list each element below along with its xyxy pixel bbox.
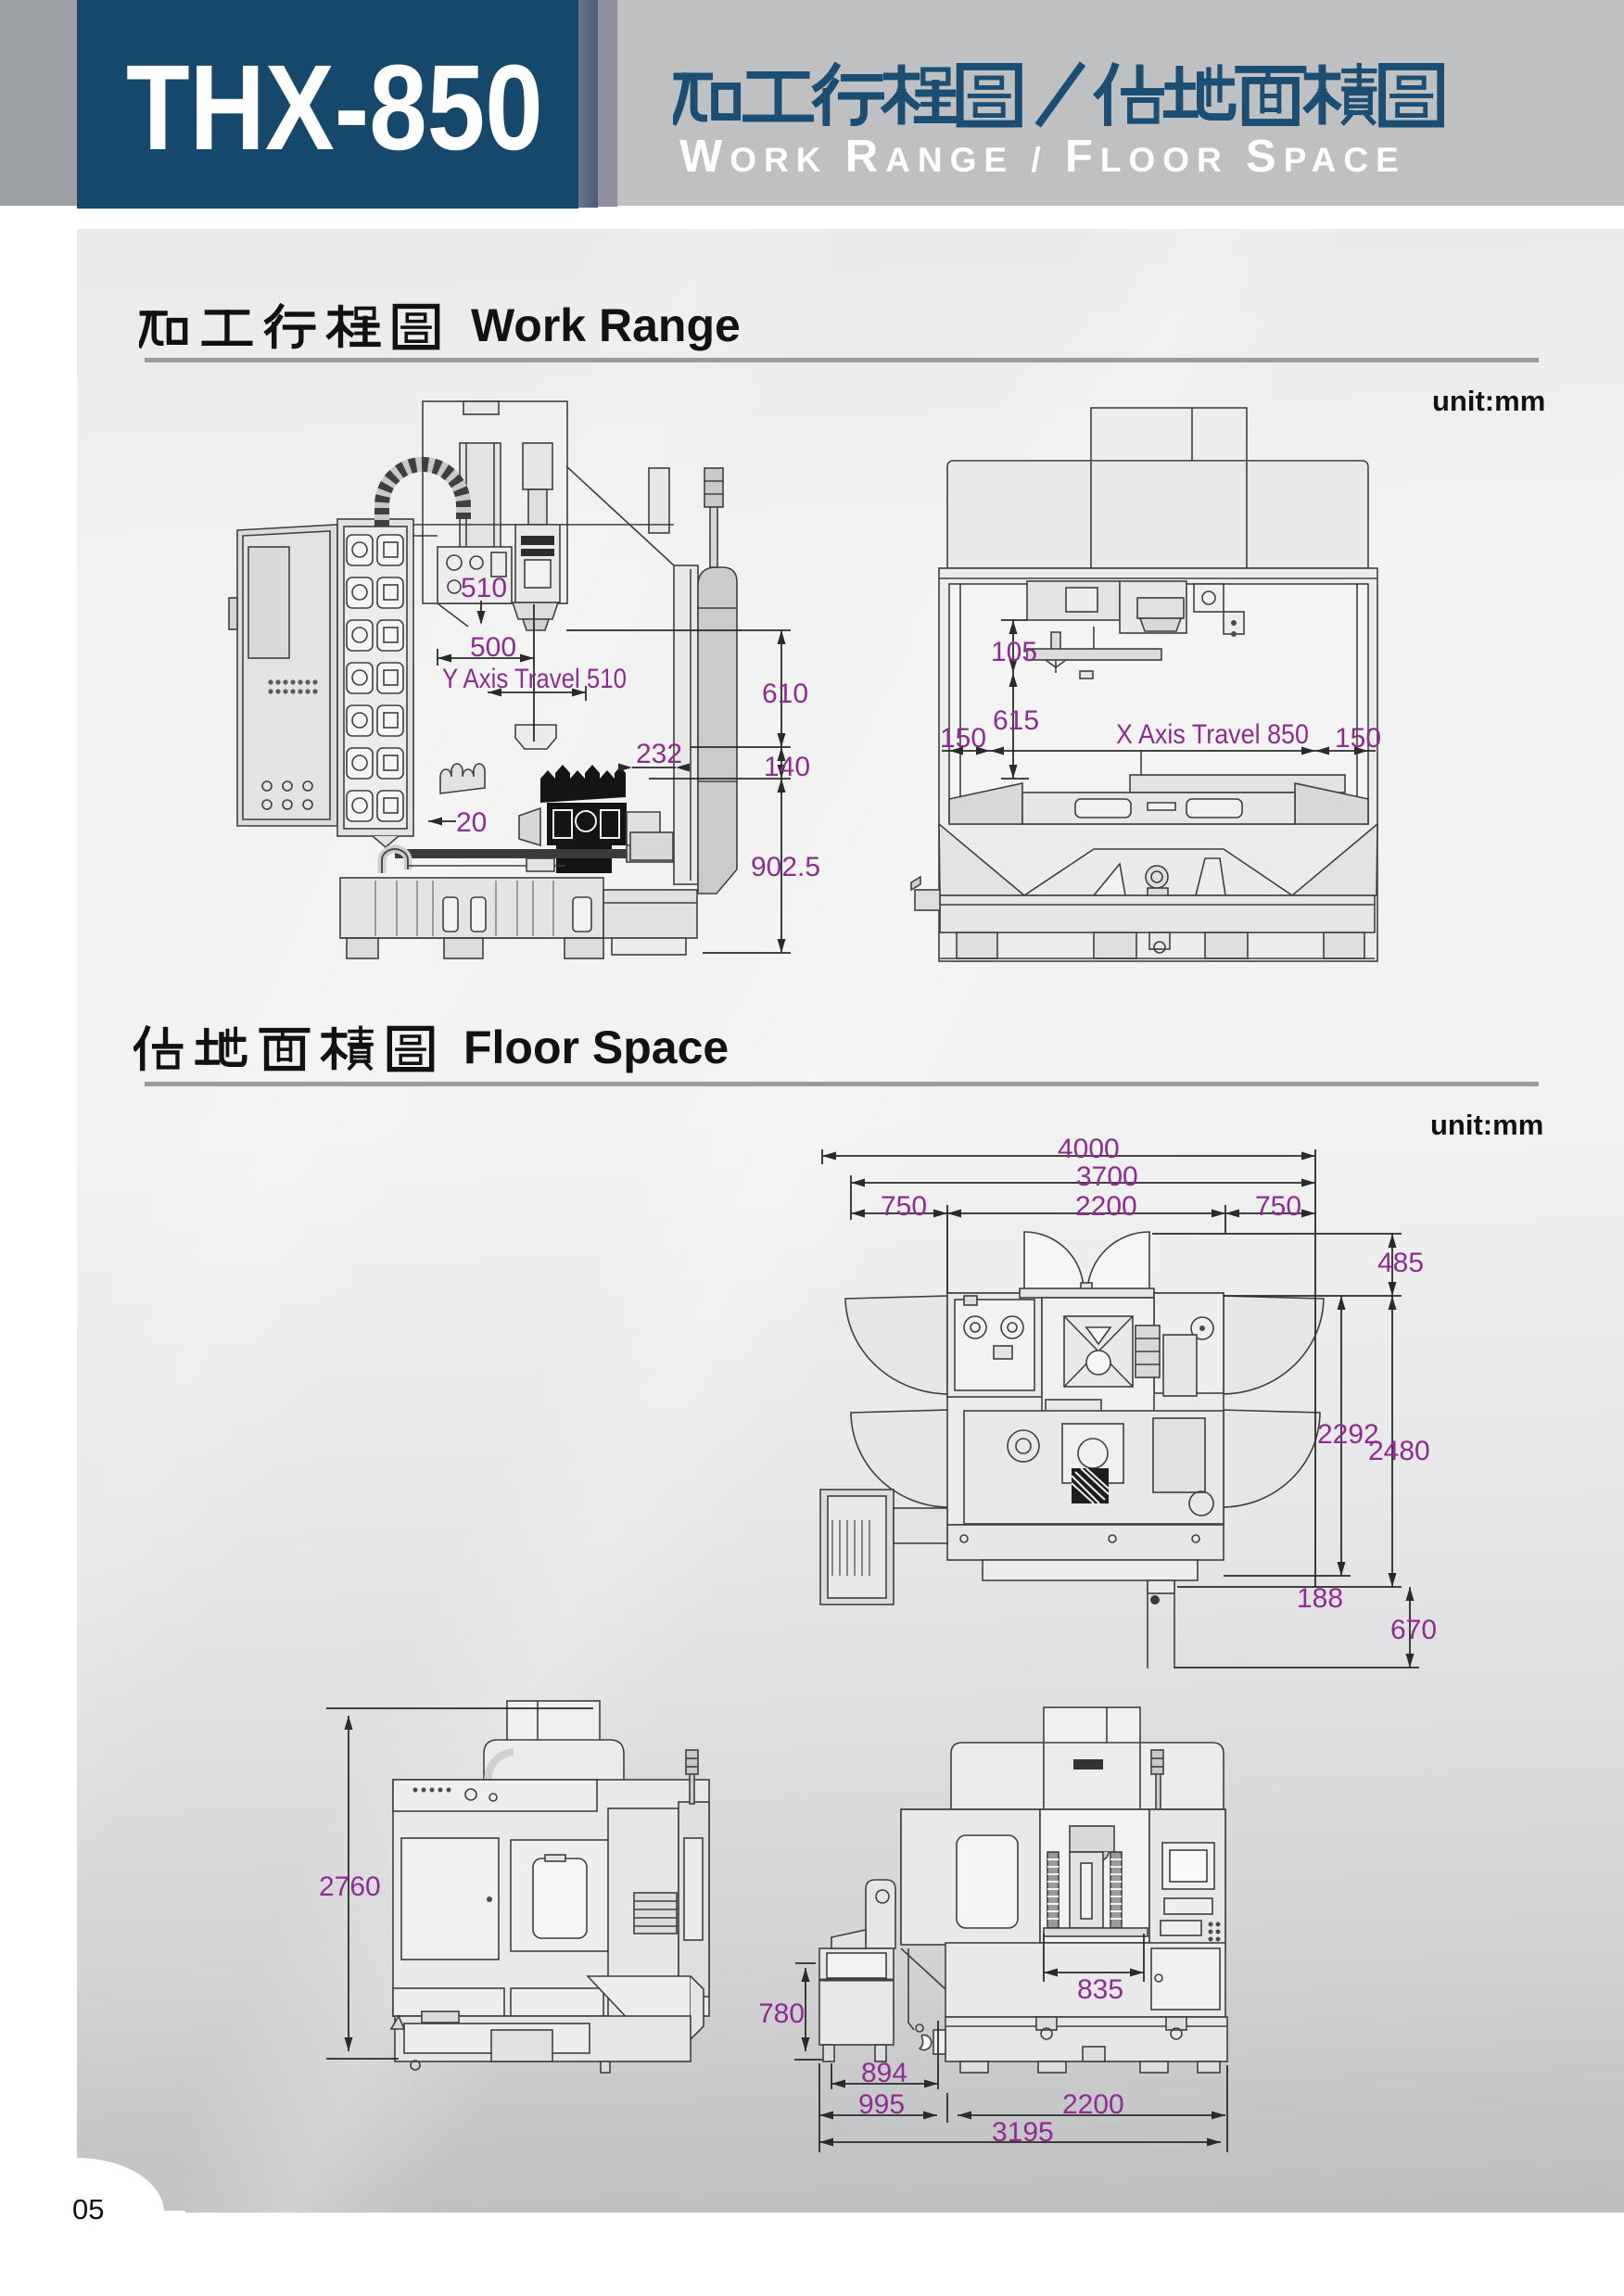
- svg-text:2200: 2200: [1062, 2089, 1124, 2120]
- svg-text:510: 510: [461, 573, 507, 603]
- svg-text:3700: 3700: [1076, 1161, 1138, 1192]
- svg-text:150: 150: [940, 723, 986, 754]
- svg-text:3195: 3195: [992, 2117, 1054, 2148]
- svg-text:995: 995: [858, 2089, 905, 2120]
- svg-text:Y Axis Travel 510: Y Axis Travel 510: [442, 664, 627, 694]
- svg-text:835: 835: [1077, 1974, 1123, 2005]
- svg-text:105: 105: [991, 637, 1037, 667]
- svg-text:894: 894: [861, 2058, 907, 2088]
- svg-text:150: 150: [1335, 723, 1381, 754]
- svg-text:X Axis Travel 850: X Axis Travel 850: [1116, 719, 1309, 750]
- svg-text:188: 188: [1297, 1583, 1343, 1614]
- svg-text:780: 780: [760, 1998, 805, 2029]
- svg-text:615: 615: [993, 705, 1039, 736]
- svg-text:140: 140: [764, 752, 810, 782]
- svg-text:2200: 2200: [1075, 1191, 1137, 1222]
- svg-text:2292: 2292: [1317, 1419, 1379, 1450]
- svg-text:2760: 2760: [319, 1871, 381, 1902]
- svg-text:485: 485: [1377, 1248, 1424, 1278]
- svg-text:902.5: 902.5: [751, 852, 820, 882]
- svg-text:750: 750: [1255, 1191, 1301, 1222]
- svg-text:4000: 4000: [1058, 1134, 1120, 1164]
- svg-text:670: 670: [1390, 1615, 1437, 1645]
- svg-text:500: 500: [470, 632, 516, 663]
- svg-text:20: 20: [456, 807, 487, 838]
- svg-text:232: 232: [636, 739, 682, 769]
- svg-text:750: 750: [881, 1191, 927, 1222]
- svg-text:610: 610: [762, 679, 808, 709]
- svg-text:2480: 2480: [1368, 1436, 1430, 1466]
